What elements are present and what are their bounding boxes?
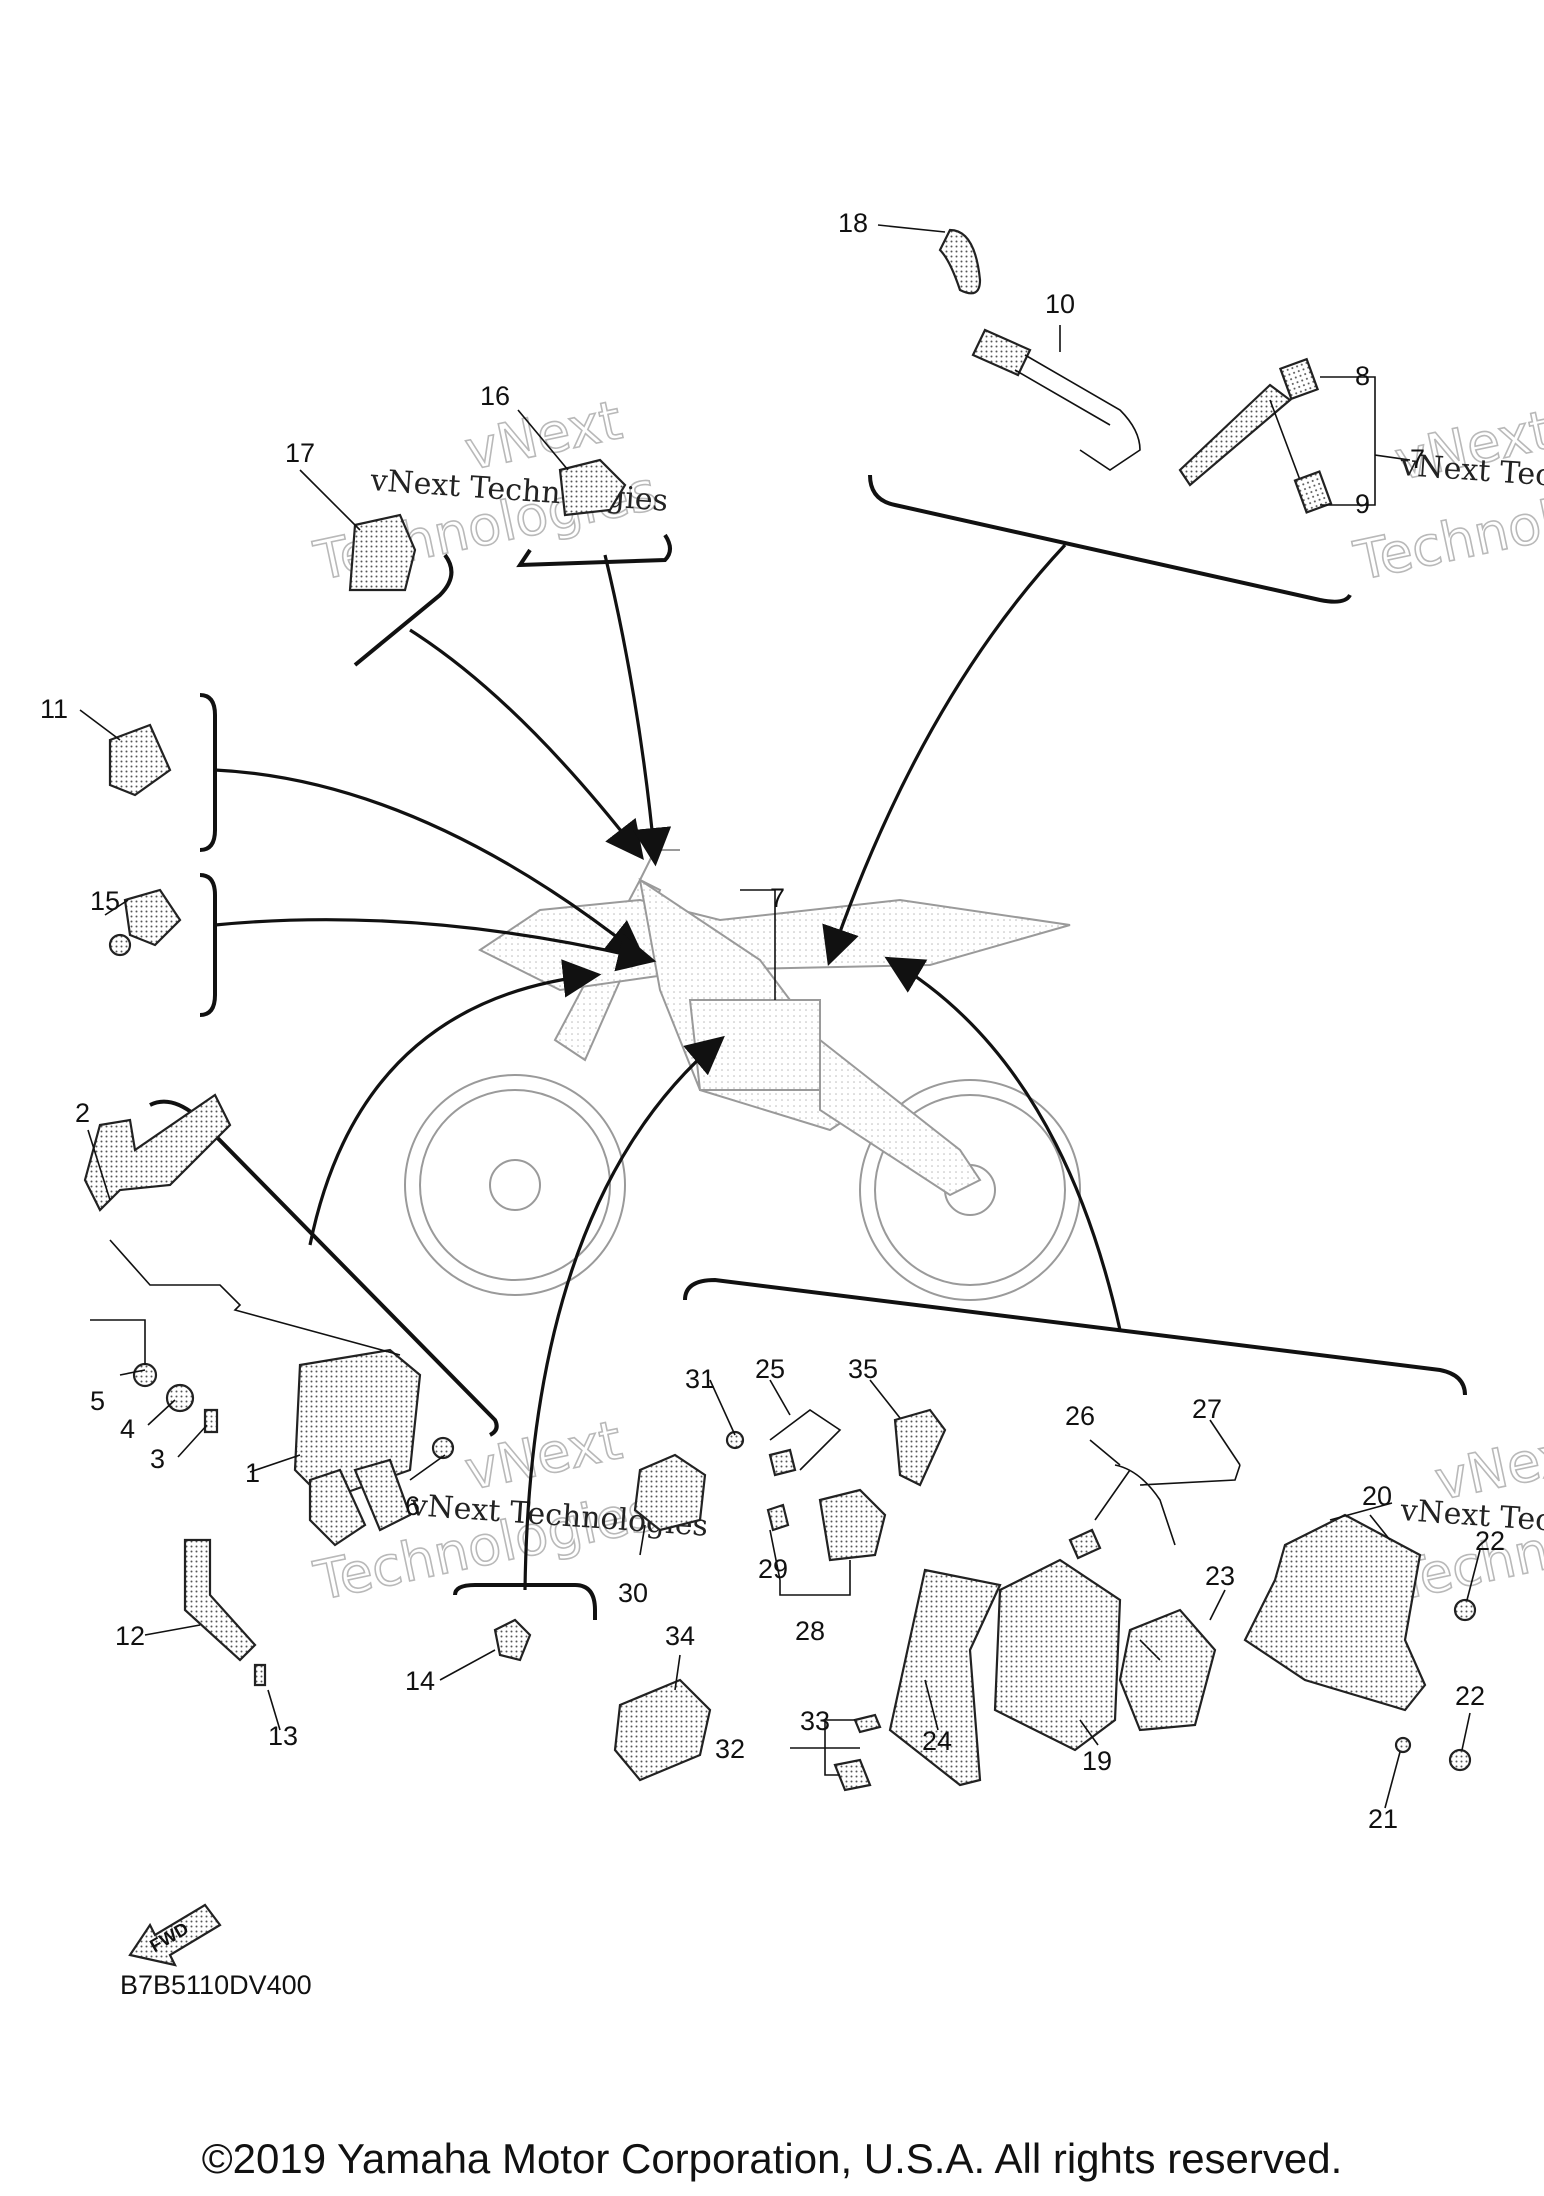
callout-1: 1 <box>245 1458 260 1488</box>
callout-8: 8 <box>1355 361 1370 391</box>
callout-12: 12 <box>115 1621 145 1651</box>
callout-35: 35 <box>848 1354 878 1384</box>
callout-24: 24 <box>922 1726 952 1756</box>
motorcycle-illustration <box>404 849 1081 1301</box>
callout-10: 10 <box>1045 289 1075 319</box>
callout-22b: 22 <box>1455 1681 1485 1711</box>
callout-17: 17 <box>285 438 315 468</box>
callout-7: 7 <box>770 883 785 913</box>
callout-26: 26 <box>1065 1401 1095 1431</box>
callout-14: 14 <box>405 1666 435 1696</box>
callout-25: 25 <box>755 1354 785 1384</box>
callout-4: 4 <box>120 1414 135 1444</box>
callout-29: 29 <box>758 1554 788 1584</box>
callout-15: 15 <box>90 886 120 916</box>
parts <box>83 228 1477 1967</box>
callout-5: 5 <box>90 1386 105 1416</box>
callout-34: 34 <box>665 1621 695 1651</box>
diagram-code: B7B5110DV400 <box>120 1970 312 2000</box>
callout-32: 32 <box>715 1734 745 1764</box>
callout-27: 27 <box>1192 1394 1222 1424</box>
copyright-notice: ©2019 Yamaha Motor Corporation, U.S.A. A… <box>201 2135 1343 2182</box>
callout-33: 33 <box>800 1706 830 1736</box>
callout-2: 2 <box>75 1098 90 1128</box>
callout-31: 31 <box>685 1364 715 1394</box>
callout-6: 6 <box>405 1491 420 1521</box>
callout-13: 13 <box>268 1721 298 1751</box>
callout-16: 16 <box>480 381 510 411</box>
callout-11: 11 <box>40 694 68 724</box>
group-brackets <box>149 474 1467 1620</box>
callout-7b: 7 <box>1410 444 1425 474</box>
callout-30: 30 <box>618 1578 648 1608</box>
callout-21: 21 <box>1368 1804 1398 1834</box>
assembly-arrows <box>214 543 1122 1591</box>
callout-9: 9 <box>1355 489 1370 519</box>
callout-3: 3 <box>150 1444 165 1474</box>
callout-22: 22 <box>1475 1526 1505 1556</box>
callout-20: 20 <box>1362 1481 1392 1511</box>
callout-18: 18 <box>838 208 868 238</box>
callout-19: 19 <box>1082 1746 1112 1776</box>
leader-lines <box>79 224 1481 1809</box>
callout-28: 28 <box>795 1616 825 1646</box>
callout-23: 23 <box>1205 1561 1235 1591</box>
